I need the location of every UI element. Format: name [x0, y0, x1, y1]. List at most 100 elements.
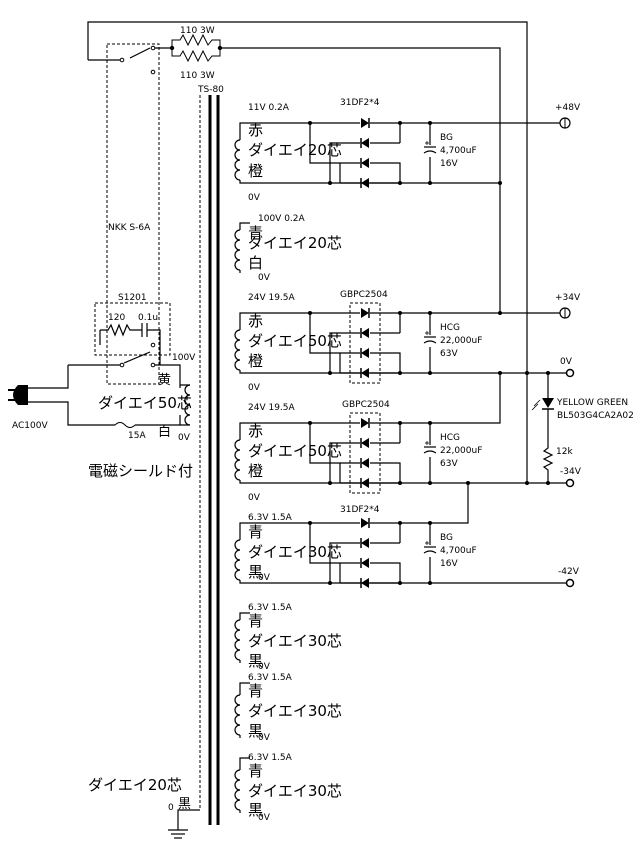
sec-wire: ダイエイ30芯 — [248, 782, 342, 800]
secondary-winding — [234, 222, 250, 273]
secondary-winding — [234, 312, 568, 374]
terminal-m34 — [565, 478, 575, 488]
snubber — [99, 323, 161, 365]
out-m34: -34V — [560, 467, 582, 477]
s1201-box — [94, 302, 171, 356]
sec-voltage: 11V 0.2A — [248, 103, 290, 113]
top-wiring — [87, 21, 528, 485]
pri-c1-label: 黄 — [158, 373, 171, 388]
fuse-label: 15A — [128, 431, 146, 441]
gnd-zero-label: 0 — [168, 803, 174, 813]
sec-color1: 青 — [248, 523, 263, 541]
sec-color2: 橙 — [248, 352, 263, 370]
sec-color1: 青 — [248, 682, 263, 700]
sec-color2: 黒 — [248, 563, 263, 581]
sec-zero: 0V — [258, 813, 271, 823]
sec-zero: 0V — [248, 193, 261, 203]
sec-zero: 0V — [258, 662, 271, 672]
sec-color1: 青 — [248, 612, 263, 630]
pri-c2-label: 白 — [158, 424, 171, 440]
secondary-winding — [234, 757, 250, 813]
out-p48: +48V — [555, 103, 581, 113]
sec-wire: ダイエイ30芯 — [248, 543, 342, 561]
led-indicator — [531, 373, 554, 483]
sec-color1: 赤 — [248, 422, 263, 440]
cap-type: HCG — [440, 433, 460, 443]
diode-label: 31DF2*4 — [340, 98, 380, 108]
led-part: BL503G4CA2A02 — [557, 411, 634, 421]
sec-voltage: 6.3V 1.5A — [248, 673, 293, 683]
out-p34: +34V — [555, 293, 581, 303]
diode-label: GBPC2504 — [340, 290, 388, 300]
cap-type: BG — [440, 133, 453, 143]
sec-voltage: 6.3V 1.5A — [248, 513, 293, 523]
sec-color1: 青 — [248, 224, 263, 242]
diode-label: 31DF2*4 — [340, 505, 380, 515]
mains-switch — [68, 342, 181, 388]
switch-box — [106, 43, 160, 385]
cap-volt: 63V — [440, 459, 458, 469]
sec-color2: 黒 — [248, 801, 263, 819]
sec-color2: 白 — [248, 254, 263, 272]
pri-bot-label: 0V — [178, 433, 191, 443]
sec-color1: 赤 — [248, 312, 263, 330]
cap-val: 22,000uF — [440, 446, 482, 456]
cap-val: 22,000uF — [440, 336, 482, 346]
sec-zero: 0V — [258, 733, 271, 743]
rectifier-bridge — [308, 117, 560, 189]
terminal-p48 — [559, 117, 571, 129]
secondary-winding — [234, 422, 568, 484]
sec-wire: ダイエイ30芯 — [248, 702, 342, 720]
sec-wire: ダイエイ20芯 — [248, 141, 342, 159]
secondary-winding — [234, 122, 500, 184]
rectifier-bridge — [308, 302, 560, 384]
sec-color2: 橙 — [248, 162, 263, 180]
snub-c-label: 0.1u — [138, 313, 158, 323]
cap-type: HCG — [440, 323, 460, 333]
shield-label: 電磁シールド付 — [88, 462, 193, 480]
diode-label: GBPC2504 — [342, 400, 390, 410]
cap-volt: 63V — [440, 349, 458, 359]
s1201-label: S1201 — [118, 293, 147, 303]
sec-color1: 赤 — [248, 121, 263, 139]
secondary-winding — [234, 612, 250, 663]
sec-wire: ダイエイ20芯 — [248, 234, 342, 252]
sec-zero: 0V — [248, 493, 261, 503]
rectifier-bridge — [308, 373, 550, 494]
cap-val: 4,700uF — [440, 146, 477, 156]
secondary-winding — [234, 682, 250, 738]
switch-label: NKK S-6A — [108, 223, 151, 233]
sec-voltage: 100V 0.2A — [258, 214, 306, 224]
sec-voltage: 6.3V 1.5A — [248, 603, 293, 613]
out-m42: -42V — [558, 567, 580, 577]
sec-color2: 黒 — [248, 652, 263, 670]
pri-top-label: 100V — [172, 353, 196, 363]
r1-label: 110 3W — [180, 26, 215, 36]
sec-zero: 0V — [258, 573, 271, 583]
terminal-p34 — [559, 307, 571, 319]
led-resistor: 12k — [556, 447, 573, 457]
sec-color2: 黒 — [248, 722, 263, 740]
terminal-m42 — [565, 578, 575, 588]
led-color: YELLOW GREEN — [556, 398, 628, 408]
sec-color1: 青 — [248, 762, 263, 780]
terminal-zero — [565, 368, 575, 378]
secondary-winding — [234, 522, 568, 584]
sec-voltage: 24V 19.5A — [248, 293, 296, 303]
snub-r-label: 120 — [108, 313, 125, 323]
cap-volt: 16V — [440, 159, 458, 169]
sec-zero: 0V — [248, 383, 261, 393]
out-zero: 0V — [560, 357, 573, 367]
sec-voltage: 24V 19.5A — [248, 403, 296, 413]
ground — [168, 809, 200, 839]
r2-label: 110 3W — [180, 71, 215, 81]
pri-wire-label: ダイエイ50芯 — [98, 394, 192, 412]
sec-voltage: 6.3V 1.5A — [248, 753, 293, 763]
mains-label: AC100V — [12, 421, 48, 431]
sec-wire: ダイエイ50芯 — [248, 442, 342, 460]
sec-wire: ダイエイ50芯 — [248, 332, 342, 350]
sec-zero: 0V — [258, 273, 271, 283]
gnd-c-label: 黒 — [178, 797, 191, 812]
sec-color2: 橙 — [248, 462, 263, 480]
